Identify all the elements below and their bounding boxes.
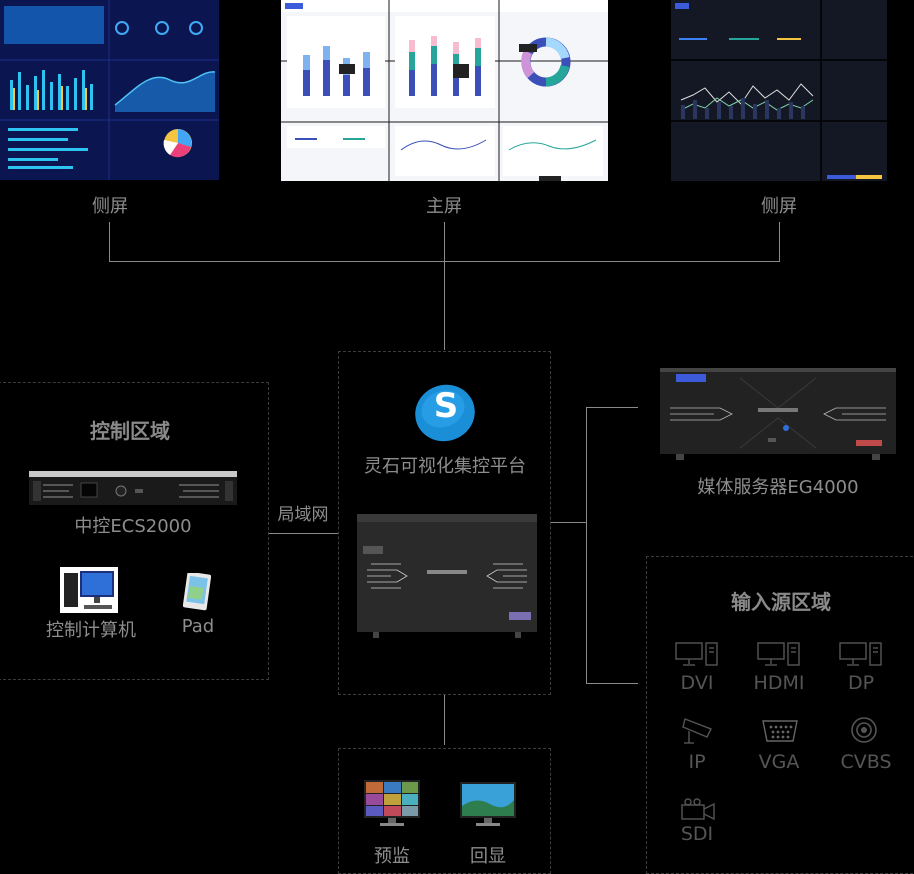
connector-to-input-area [586,683,638,684]
control-area-title: 控制区域 [90,419,170,443]
control-area-box [0,382,269,680]
vga-connector-icon [761,719,799,747]
preview-monitor-image [364,780,420,830]
rack-device-icon [29,471,237,505]
platform-logo [413,383,477,447]
monitor-pc-icon [839,641,883,671]
main-screen-label: 主屏 [426,196,462,217]
tablet-icon [182,571,212,611]
cvbs-connector-icon [850,716,878,748]
multiview-monitor-icon [364,780,420,826]
dp-label: DP [847,672,875,694]
cvbs-label: CVBS [840,751,892,773]
ip-label: IP [688,751,706,773]
echo-label: 回显 [470,846,506,867]
left-side-screen [0,0,219,180]
control-computer-image [60,567,118,617]
connector-right-vertical [586,407,587,684]
vga-label: VGA [758,751,800,773]
connector-platform-right [551,522,586,523]
preview-label: 预监 [374,846,410,867]
connector-platform-down [444,695,445,745]
control-computer-label: 控制计算机 [46,620,136,641]
media-server-label: 媒体服务器EG4000 [697,477,859,498]
display-monitor-icon [460,782,516,826]
sdi-label: SDI [680,823,714,845]
connector-top-horizontal [109,261,780,262]
platform-name: 灵石可视化集控平台 [364,456,526,477]
ecs2000-device-image [29,471,237,515]
platform-area-box [338,351,551,695]
connector-left-down [109,222,110,261]
right-side-screen [671,0,887,181]
video-processor-icon [357,514,537,638]
right-screen-label: 侧屏 [761,196,797,217]
media-server-device-icon [660,368,896,460]
ip-camera-icon [681,715,715,749]
media-server-image [660,368,896,466]
lingshi-logo-icon [415,384,475,442]
monitor-pc-icon [675,641,719,671]
pad-label: Pad [181,616,215,637]
pad-image [182,571,212,615]
hdmi-label: HDMI [753,672,805,694]
dvi-label: DVI [680,672,714,694]
monitor-pc-icon [757,641,801,671]
connector-right-down [779,222,780,261]
platform-logo-letter: S [433,386,459,426]
connector-main-down [444,222,445,350]
main-dashboard-graphic [281,0,608,181]
left-dashboard-graphic [0,0,219,180]
central-processor-image [357,514,537,642]
connector-network [269,533,339,534]
left-screen-label: 侧屏 [92,196,128,217]
input-area-title: 输入源区域 [731,590,831,614]
echo-monitor-image [460,782,516,830]
video-camera-icon [680,797,716,827]
connector-to-media-server [586,407,638,408]
network-label: 局域网 [277,505,329,525]
desktop-computer-icon [60,567,118,613]
ecs2000-label: 中控ECS2000 [74,516,192,537]
main-screen [281,0,608,181]
right-dashboard-graphic [671,0,887,181]
